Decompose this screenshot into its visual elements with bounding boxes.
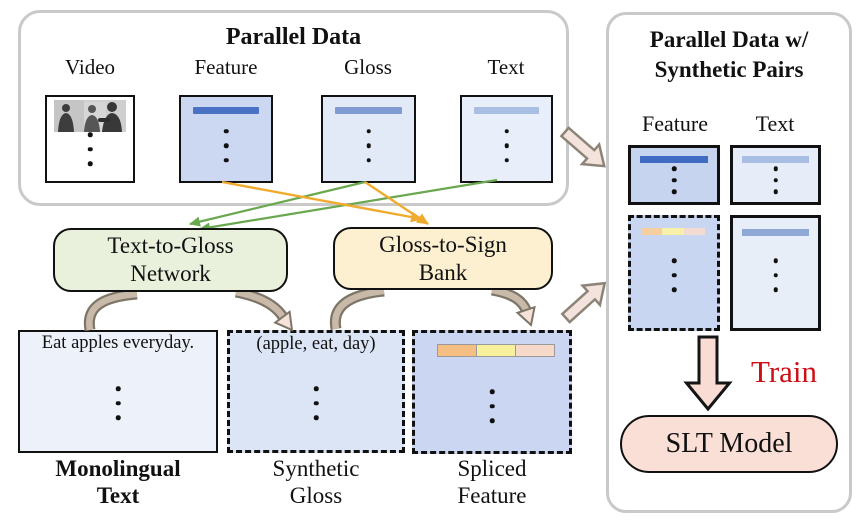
parallel-data-title: Parallel Data: [225, 24, 362, 50]
text-bar: [742, 229, 809, 236]
video-box: [45, 95, 135, 183]
vertical-ellipsis-icon: [115, 386, 121, 421]
feature-bar: [640, 156, 708, 163]
column-label-feature: Feature: [194, 55, 258, 79]
vertical-ellipsis-icon: [773, 166, 778, 195]
network-to-synthetic-gloss-arc: [234, 286, 294, 332]
synthetic-pairs-title-line2: Synthetic Pairs: [654, 57, 804, 82]
synthetic-pairs-title-line1: Parallel Data w/: [649, 27, 809, 52]
vertical-ellipsis-icon: [313, 386, 319, 420]
vertical-ellipsis-icon: [671, 258, 677, 292]
g2s-label-line2: Bank: [418, 259, 468, 285]
vertical-ellipsis-icon: [366, 128, 371, 163]
spliced-feature-caption: Spliced Feature: [457, 456, 527, 508]
vertical-ellipsis-icon: [87, 132, 93, 166]
pair-feature-box-synthetic: [628, 215, 720, 331]
slt-model-label: SLT Model: [665, 428, 793, 459]
right-column-label-feature: Feature: [642, 111, 708, 136]
synthetic-pairs-panel: Parallel Data w/ Synthetic Pairs Feature…: [606, 12, 852, 513]
t2g-label-line1: Text-to-Gloss: [107, 233, 234, 258]
synthetic-pairs-title: Parallel Data w/ Synthetic Pairs: [609, 25, 849, 85]
right-column-label-text: Text: [755, 111, 795, 136]
gloss-to-sign-bank-module: Gloss-to-Sign Bank: [333, 227, 553, 290]
bank-to-spliced-feature-arc: [490, 284, 536, 327]
arc-arrowhead-icon: [273, 309, 294, 332]
feature-box: [179, 95, 273, 183]
g2s-label-line1: Gloss-to-Sign: [379, 231, 507, 257]
gloss-bar: [335, 107, 402, 114]
text-to-gloss-network-module: Text-to-Gloss Network: [53, 228, 288, 292]
spliced-feature-bar: [437, 344, 555, 357]
vertical-ellipsis-icon: [671, 166, 677, 195]
synthetic-gloss-sample-text: (apple, eat, day): [256, 334, 376, 354]
pair-feature-box-real: [628, 145, 720, 205]
arc-arrowhead-icon: [515, 305, 536, 327]
train-label: Train: [750, 354, 818, 389]
synthetic-gloss-caption: Synthetic Gloss: [272, 456, 360, 508]
spliced-feature-box: [412, 330, 572, 454]
gloss-box: [321, 95, 416, 183]
column-label-gloss: Gloss: [344, 55, 392, 79]
monolingual-sample-text: Eat apples everyday.: [41, 333, 195, 353]
vertical-ellipsis-icon: [773, 258, 778, 292]
column-label-text: Text: [487, 55, 525, 79]
text-bar: [742, 156, 809, 163]
slt-model-pill: SLT Model: [620, 415, 838, 473]
parallel-data-panel: Parallel Data Video Feature Gloss Text: [18, 10, 569, 206]
pair-text-box-real: [730, 145, 821, 205]
column-label-video: Video: [64, 55, 116, 79]
monolingual-to-network-arc: [83, 288, 138, 332]
feature-bar: [193, 107, 259, 114]
pair-text-box-synthetic: [730, 215, 821, 331]
vertical-ellipsis-icon: [223, 128, 229, 163]
t2g-label-line2: Network: [130, 261, 211, 286]
spliced-feature-bar: [641, 228, 705, 235]
synthetic-gloss-to-bank-arc: [329, 285, 385, 331]
text-box: [460, 95, 553, 183]
monolingual-text-box: Eat apples everyday.: [18, 330, 218, 453]
monolingual-text-caption: Monolingual Text: [55, 456, 181, 508]
spliced-to-pairs-arrow: [560, 281, 607, 324]
vertical-ellipsis-icon: [504, 128, 509, 163]
synthetic-gloss-box: (apple, eat, day): [227, 330, 405, 453]
text-bar: [474, 107, 539, 114]
vertical-ellipsis-icon: [489, 389, 495, 423]
video-thumbnail: [54, 100, 126, 132]
